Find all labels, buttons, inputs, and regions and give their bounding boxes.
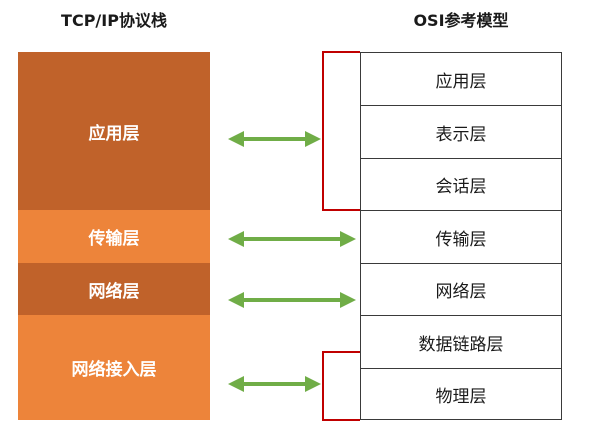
osi-model-heading: OSI参考模型 [413,11,509,30]
tcp-stack-heading: TCP/IP协议栈 [61,11,167,30]
osi-layer-application: 应用层 [360,52,562,106]
osi-layer-network: 网络层 [360,263,562,316]
network-access-group-bracket [322,351,360,421]
tcp-layer-network-access: 网络接入层 [18,315,210,420]
tcp-layer-transport: 传输层 [18,210,210,263]
osi-layer-transport: 传输层 [360,210,562,264]
osi-layer-data-link: 数据链路层 [360,315,562,369]
osi-layer-physical: 物理层 [360,368,562,420]
osi-layer-presentation: 表示层 [360,105,562,159]
tcp-layer-network: 网络层 [18,263,210,315]
tcp-layer-application: 应用层 [18,52,210,210]
application-group-bracket [322,51,360,211]
